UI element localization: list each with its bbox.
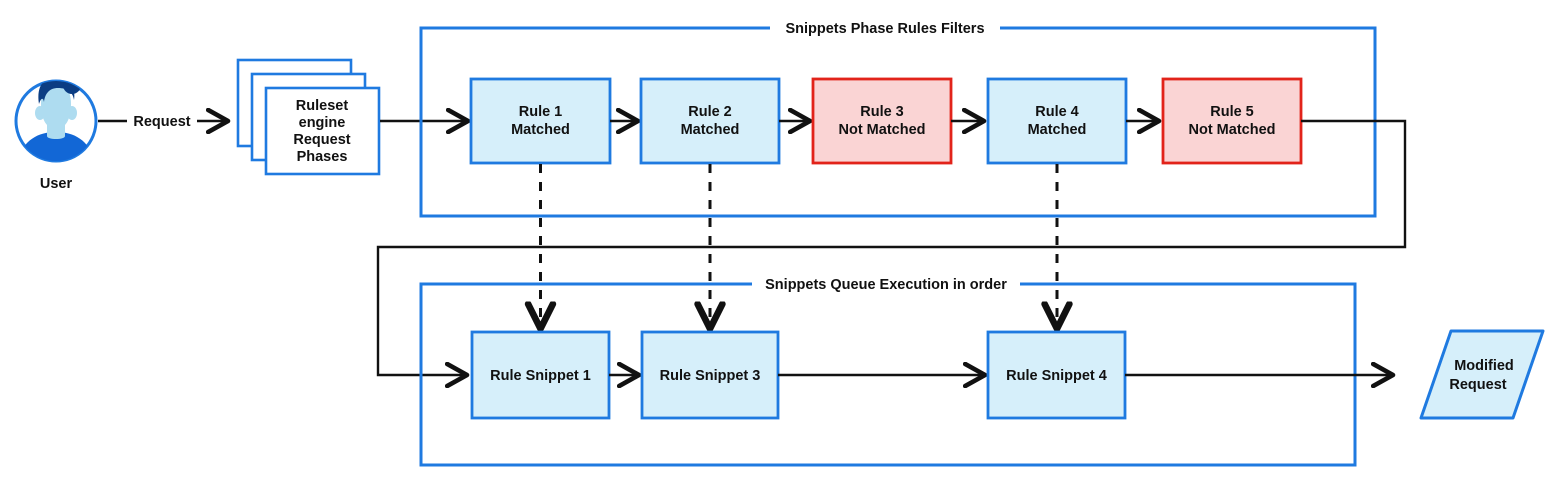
modified-request-line-2: Request [1449, 377, 1506, 393]
rule-1-name: Rule 1 [519, 104, 563, 120]
stacked-cards-icon [236, 58, 381, 176]
request-edge-label: Request [133, 114, 190, 130]
group-label-phase-rules: Snippets Phase Rules Filters [785, 21, 984, 37]
modified-request-line-1: Modified [1454, 358, 1514, 374]
rule-3-name: Rule 3 [860, 104, 904, 120]
user-avatar-icon [14, 79, 98, 163]
rule-4-node[interactable]: Rule 4 Matched [986, 77, 1128, 165]
rule-snippet-4-node[interactable]: Rule Snippet 4 [986, 330, 1127, 420]
rule-snippet-3-node[interactable]: Rule Snippet 3 [640, 330, 780, 420]
ruleset-engine-line-1: Ruleset [296, 98, 349, 114]
ruleset-engine-line-2: engine [299, 115, 346, 131]
rule-3-status: Not Matched [839, 122, 926, 138]
rule-2-node[interactable]: Rule 2 Matched [639, 77, 781, 165]
group-snippets-phase-rules-filters: Snippets Phase Rules Filters [419, 21, 1377, 218]
rule-snippet-3-label: Rule Snippet 3 [660, 368, 761, 384]
rules-to-queue-path [376, 119, 1407, 375]
rule-1-status: Matched [511, 122, 570, 138]
ruleset-engine-line-4: Phases [297, 149, 348, 165]
request-edge: Request [98, 114, 228, 130]
rule-4-name: Rule 4 [1035, 104, 1079, 120]
user-actor: User [14, 79, 98, 192]
rule-snippet-1-label: Rule Snippet 1 [490, 368, 591, 384]
rule-4-status: Matched [1028, 122, 1087, 138]
ruleset-engine-line-3: Request [293, 132, 350, 148]
rule-2-name: Rule 2 [688, 104, 732, 120]
ruleset-engine-node[interactable]: Ruleset engine Request Phases [236, 58, 381, 176]
rule-5-status: Not Matched [1189, 122, 1276, 138]
rule-3-node[interactable]: Rule 3 Not Matched [811, 77, 953, 165]
group-label-queue-execution: Snippets Queue Execution in order [765, 277, 1007, 293]
user-label: User [40, 176, 73, 192]
rule-2-status: Matched [681, 122, 740, 138]
rule-snippet-4-label: Rule Snippet 4 [1006, 368, 1107, 384]
rule-5-name: Rule 5 [1210, 104, 1254, 120]
modified-request-node[interactable]: Modified Request [1419, 329, 1545, 420]
rule-1-node[interactable]: Rule 1 Matched [469, 77, 612, 165]
rule-snippet-1-node[interactable]: Rule Snippet 1 [470, 330, 611, 420]
rule-5-node[interactable]: Rule 5 Not Matched [1161, 77, 1303, 165]
group-snippets-queue-execution: Snippets Queue Execution in order [419, 277, 1357, 467]
